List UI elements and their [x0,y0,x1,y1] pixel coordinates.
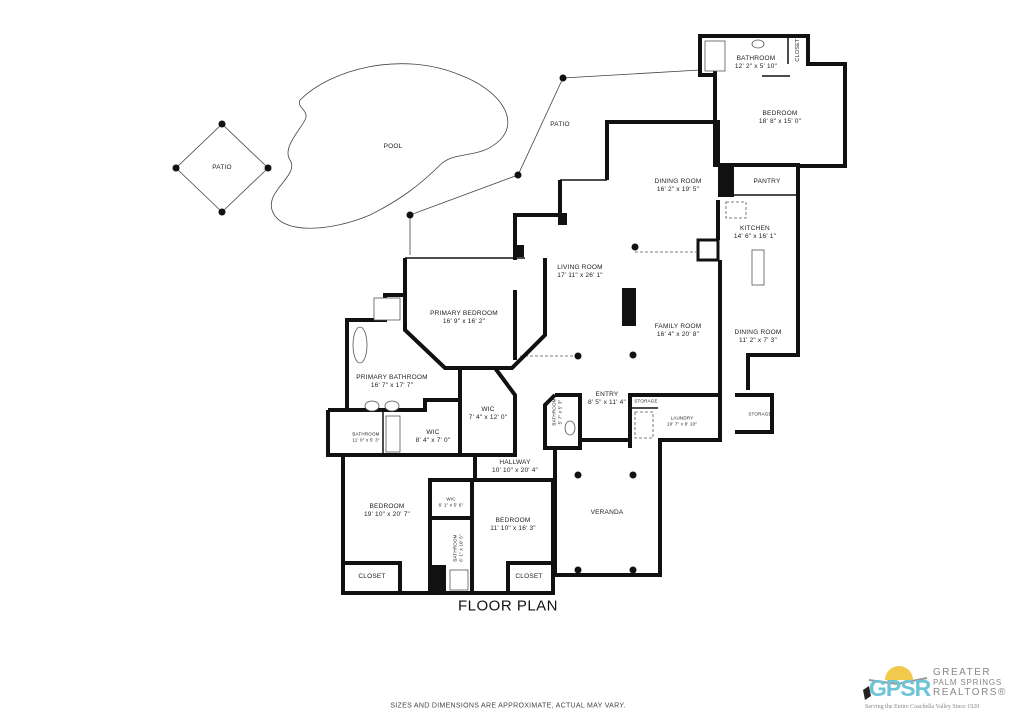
room-name: PATIO [550,121,570,128]
gpsr-logo: GPSR GREATER PALM SPRINGS REALTORS® Serv… [855,660,1015,716]
room-name: FAMILY ROOM [654,323,702,330]
room-dims: 18' 8" x 15' 0" [758,118,802,125]
room-name: BEDROOM [369,503,405,510]
floor-plan-title: FLOOR PLAN [457,597,559,615]
logo-tagline: Serving the Entire Coachella Valley Sinc… [865,704,980,710]
disclaimer-text: SIZES AND DIMENSIONS ARE APPROXIMATE, AC… [390,702,626,710]
room-dims: 12' 2" x 5' 10" [734,63,778,70]
room-dims: 16' 9" x 16' 2" [442,318,486,325]
room-name: BEDROOM [495,517,531,524]
room-name: BATHROOM [452,534,458,562]
room-dims: 8' 5" x 11' 4" [588,399,626,406]
room-name: BEDROOM [762,110,798,117]
room-name: POOL [383,143,403,150]
room-dims: 7' 4" x 12' 0" [468,414,508,421]
room-name: ENTRY [595,391,619,398]
room-dims: 14' 6" x 16' 1" [733,233,777,240]
room-dims: 16' 7" x 17' 7" [370,382,414,389]
room-dims: 11' 2" x 7' 3" [739,337,777,344]
room-name: STORAGE [748,411,772,417]
room-name: LIVING ROOM [557,264,603,271]
room-label-veranda: VERANDA [591,509,624,517]
room-name: DINING ROOM [734,329,782,336]
room-name: LAUNDRY [670,415,694,421]
room-label-closet-left: CLOSET [358,573,385,581]
logo-line-1: GREATER [933,667,992,678]
logo-line-3: REALTORS® [933,687,1007,698]
room-name: WIC [426,429,440,436]
room-name: PATIO [212,164,232,171]
primary-suite-walls [326,257,547,457]
sun-roof-icon [863,666,928,700]
room-dims: 19' 10" x 20' 7" [363,511,411,518]
room-dims: 10' 10" x 20' 4" [491,467,539,474]
room-dims: 11' 10" x 16' 3" [490,525,536,532]
room-dims: 8' 4" x 7' 0" [415,437,451,444]
room-name: CLOSET [795,38,801,62]
left-patio [172,120,272,216]
logo-line-2: PALM SPRINGS [933,678,1003,687]
room-label-upper-closet: CLOSET [794,38,802,61]
room-dims: 10' 7" x 8' 10" [666,421,698,426]
room-label-storage-1: STORAGE [634,398,657,404]
room-dims: 11' 0" x 5' 3" [352,437,380,442]
room-label-patio: PATIO [550,121,570,129]
logo-wordmark: GREATER PALM SPRINGS REALTORS® [933,668,1007,698]
room-name: CLOSET [515,573,543,580]
bedroom-wing-walls [341,448,662,595]
main-house-walls [513,120,800,395]
room-dims: 5' 7" x 5' 3" [557,399,562,425]
room-name: CLOSET [358,573,386,580]
room-name: VERANDA [590,509,624,516]
logo-mark: GPSR [869,675,931,701]
main-patio-outline [406,69,701,255]
room-name: PRIMARY BEDROOM [430,310,498,317]
room-dims: 17' 11" x 26' 1" [557,272,603,279]
room-label-pantry: PANTRY [754,178,781,186]
room-dims: 6' 1" x 10' 5" [458,534,463,562]
room-name: HALLWAY [499,459,531,466]
room-name: BATHROOM [736,55,776,62]
room-dims: 6' 1" x 5' 6" [438,502,464,507]
room-name: KITCHEN [740,225,770,232]
room-name: WIC [446,496,456,502]
room-name: PRIMARY BATHROOM [356,374,428,381]
room-dims: 16' 4" x 20' 8" [656,331,700,338]
room-label-closet-right: CLOSET [515,573,542,581]
room-label-pool: POOL [384,143,403,151]
entry-laundry-walls [543,393,774,455]
room-label-storage-2: STORAGE [748,411,771,417]
room-name: WIC [481,406,495,413]
room-name: STORAGE [634,398,658,404]
room-name: BATHROOM [551,398,557,426]
room-name: PANTRY [753,178,781,185]
room-dims: 16' 2" x 19' 5" [656,186,700,193]
pool-outline [270,63,509,229]
room-label-patio-left: PATIO [212,164,232,172]
room-name: BATHROOM [352,431,380,437]
room-name: DINING ROOM [654,178,702,185]
